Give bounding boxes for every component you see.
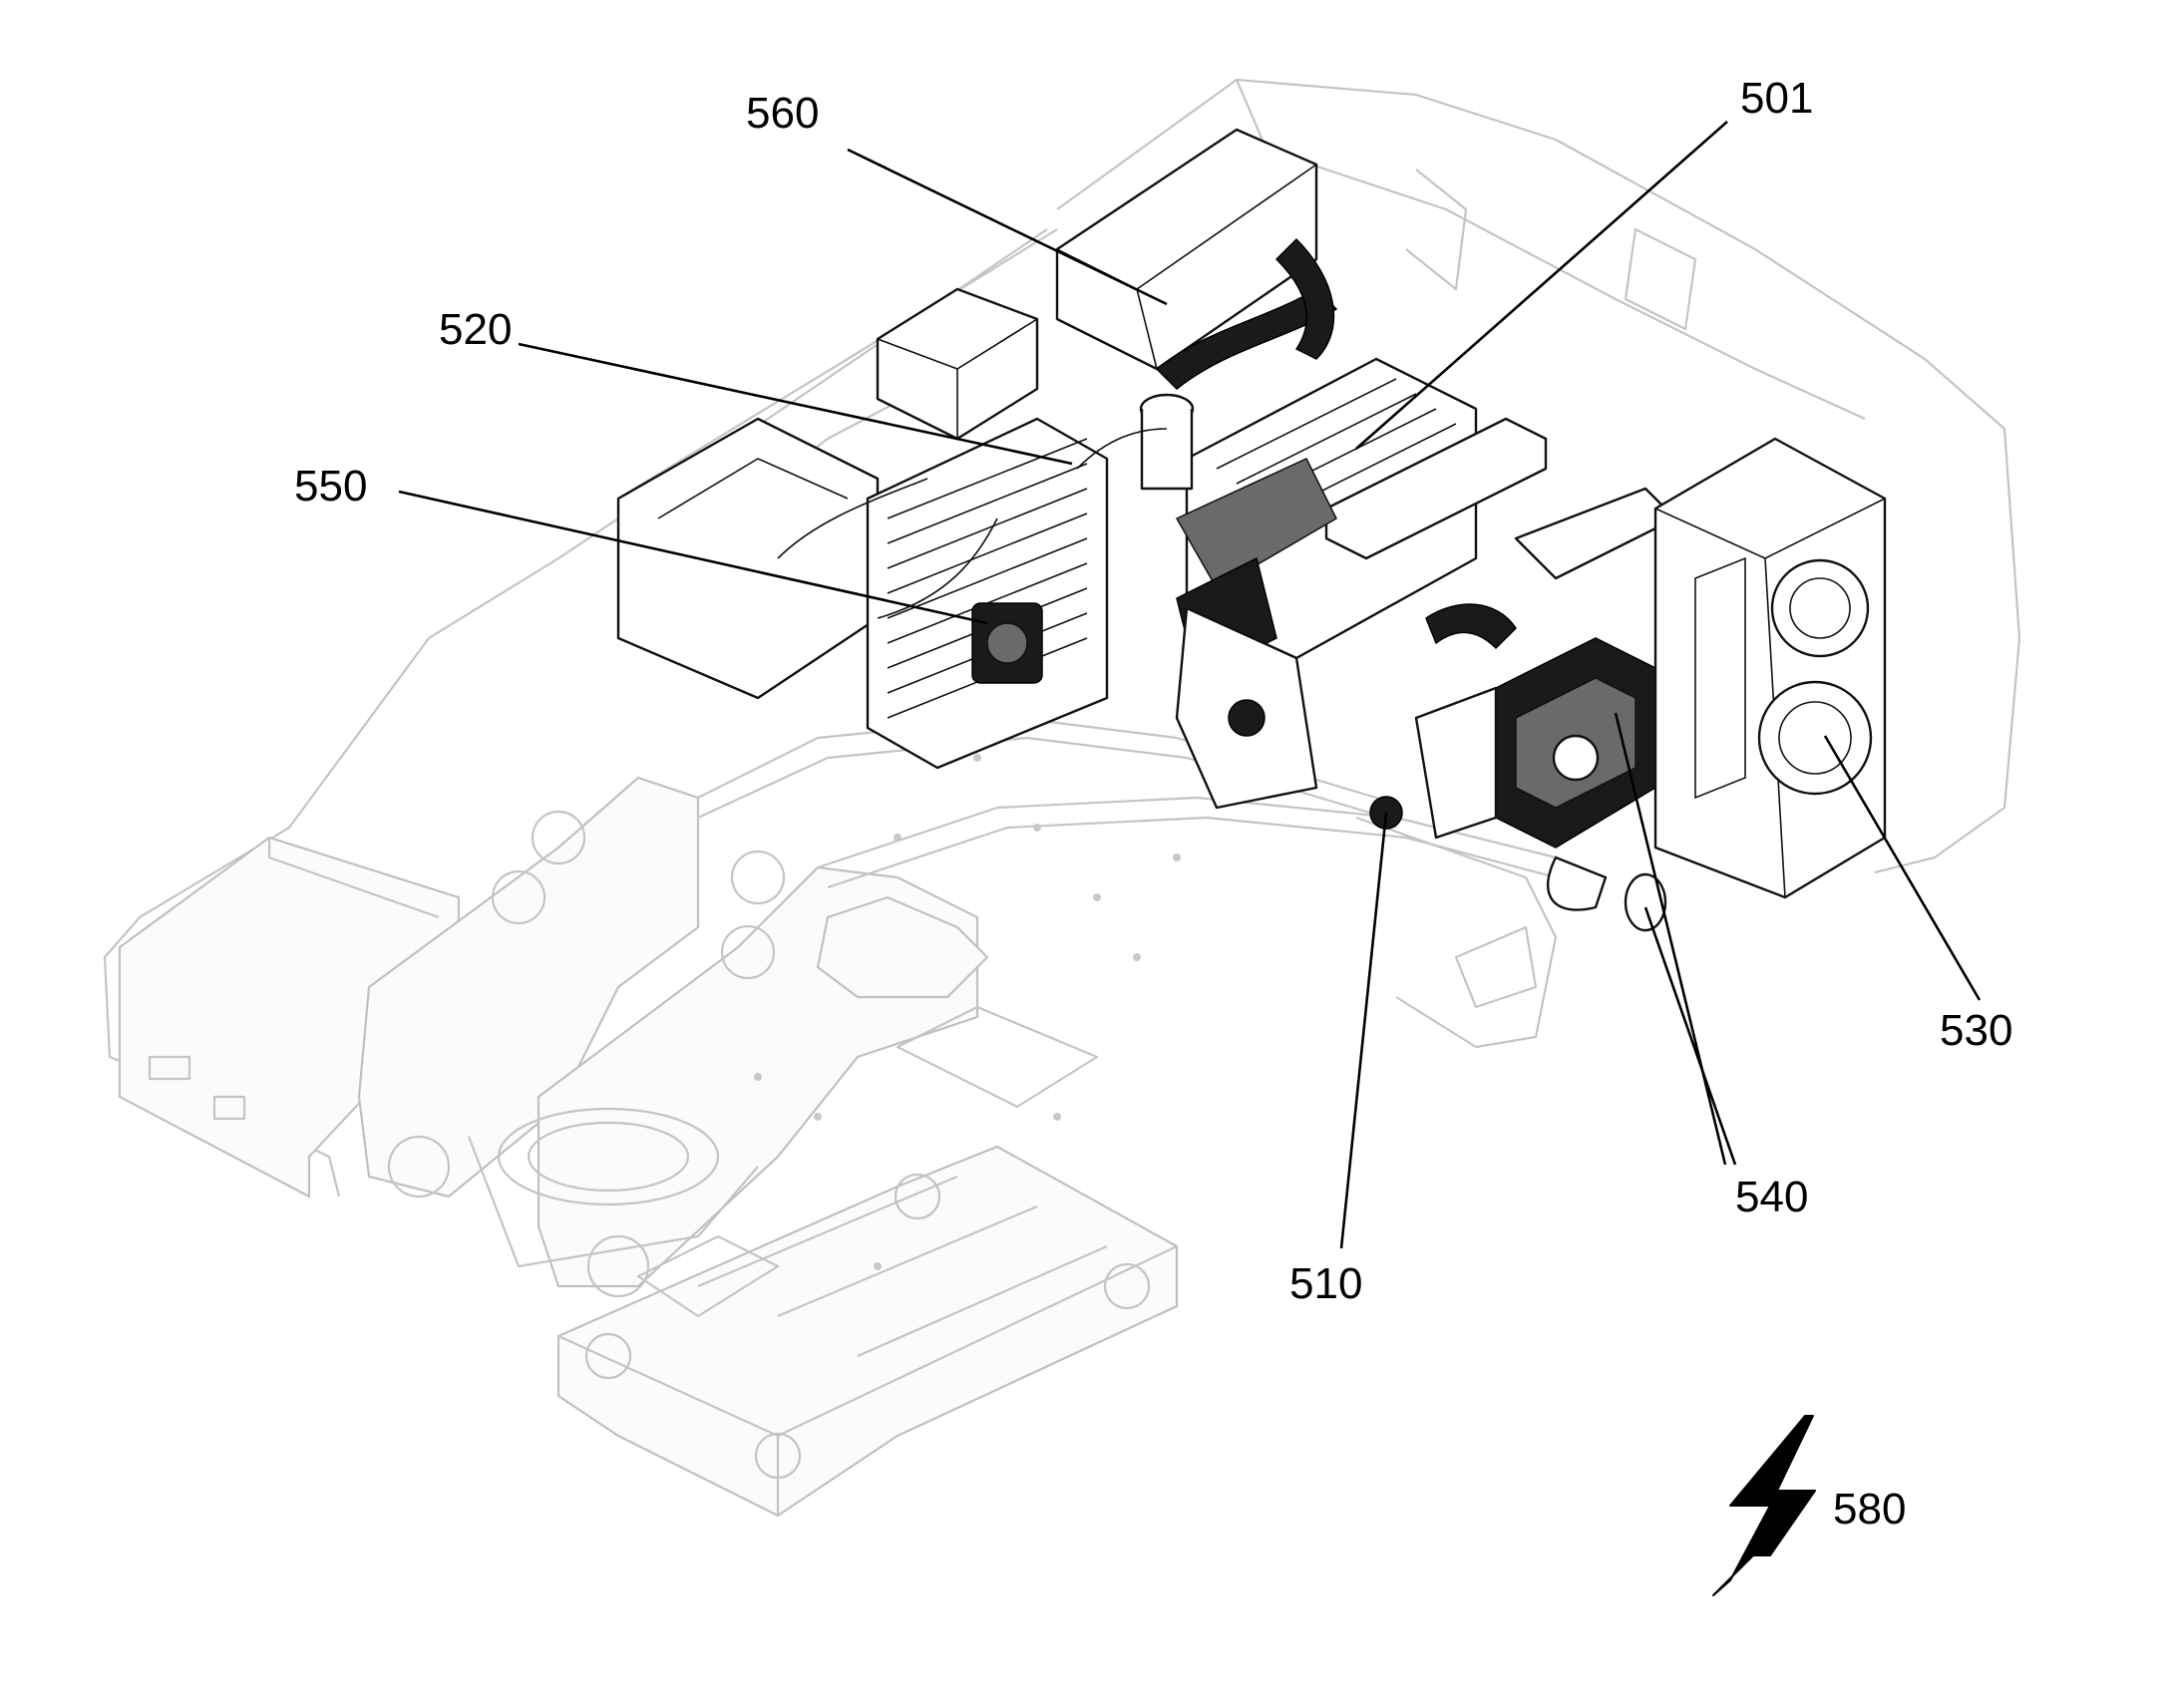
- charge-pipe: [1514, 487, 1677, 580]
- control-box: [876, 287, 1039, 441]
- label-540: 540: [1735, 1173, 1808, 1221]
- leader-520: [518, 342, 1073, 466]
- ghosted-machine-frame: [103, 78, 2021, 1518]
- label-520: 520: [439, 305, 512, 354]
- label-550: 550: [294, 462, 367, 511]
- leader-540-b: [1643, 906, 1737, 1166]
- leader-lines: [398, 121, 1982, 1249]
- upper-housing: [1055, 128, 1318, 371]
- leader-501: [1355, 121, 1728, 450]
- leader-510: [1339, 812, 1388, 1249]
- cooler-housing: [1653, 437, 1887, 899]
- lightning-bolt-icon: [1712, 1415, 1816, 1596]
- leader-560: [847, 148, 1168, 306]
- left-panel-housing: [616, 417, 880, 700]
- exhaust-manifold: [1324, 417, 1548, 560]
- leader-540-a: [1614, 712, 1727, 1166]
- leader-530: [1823, 735, 1982, 1001]
- flywheel-housing: [1414, 686, 1498, 840]
- label-510: 510: [1289, 1259, 1362, 1308]
- label-501: 501: [1740, 74, 1813, 123]
- reference-labels: 560 520 550 501 510 530 540 580: [294, 74, 2012, 1534]
- leader-550: [398, 490, 988, 625]
- radiator: [866, 417, 1109, 770]
- power-unit-assembly: [616, 128, 1887, 932]
- label-560: 560: [746, 89, 819, 138]
- label-530: 530: [1940, 1006, 2012, 1055]
- intake-hose: [1155, 288, 1338, 391]
- label-580: 580: [1833, 1485, 1906, 1534]
